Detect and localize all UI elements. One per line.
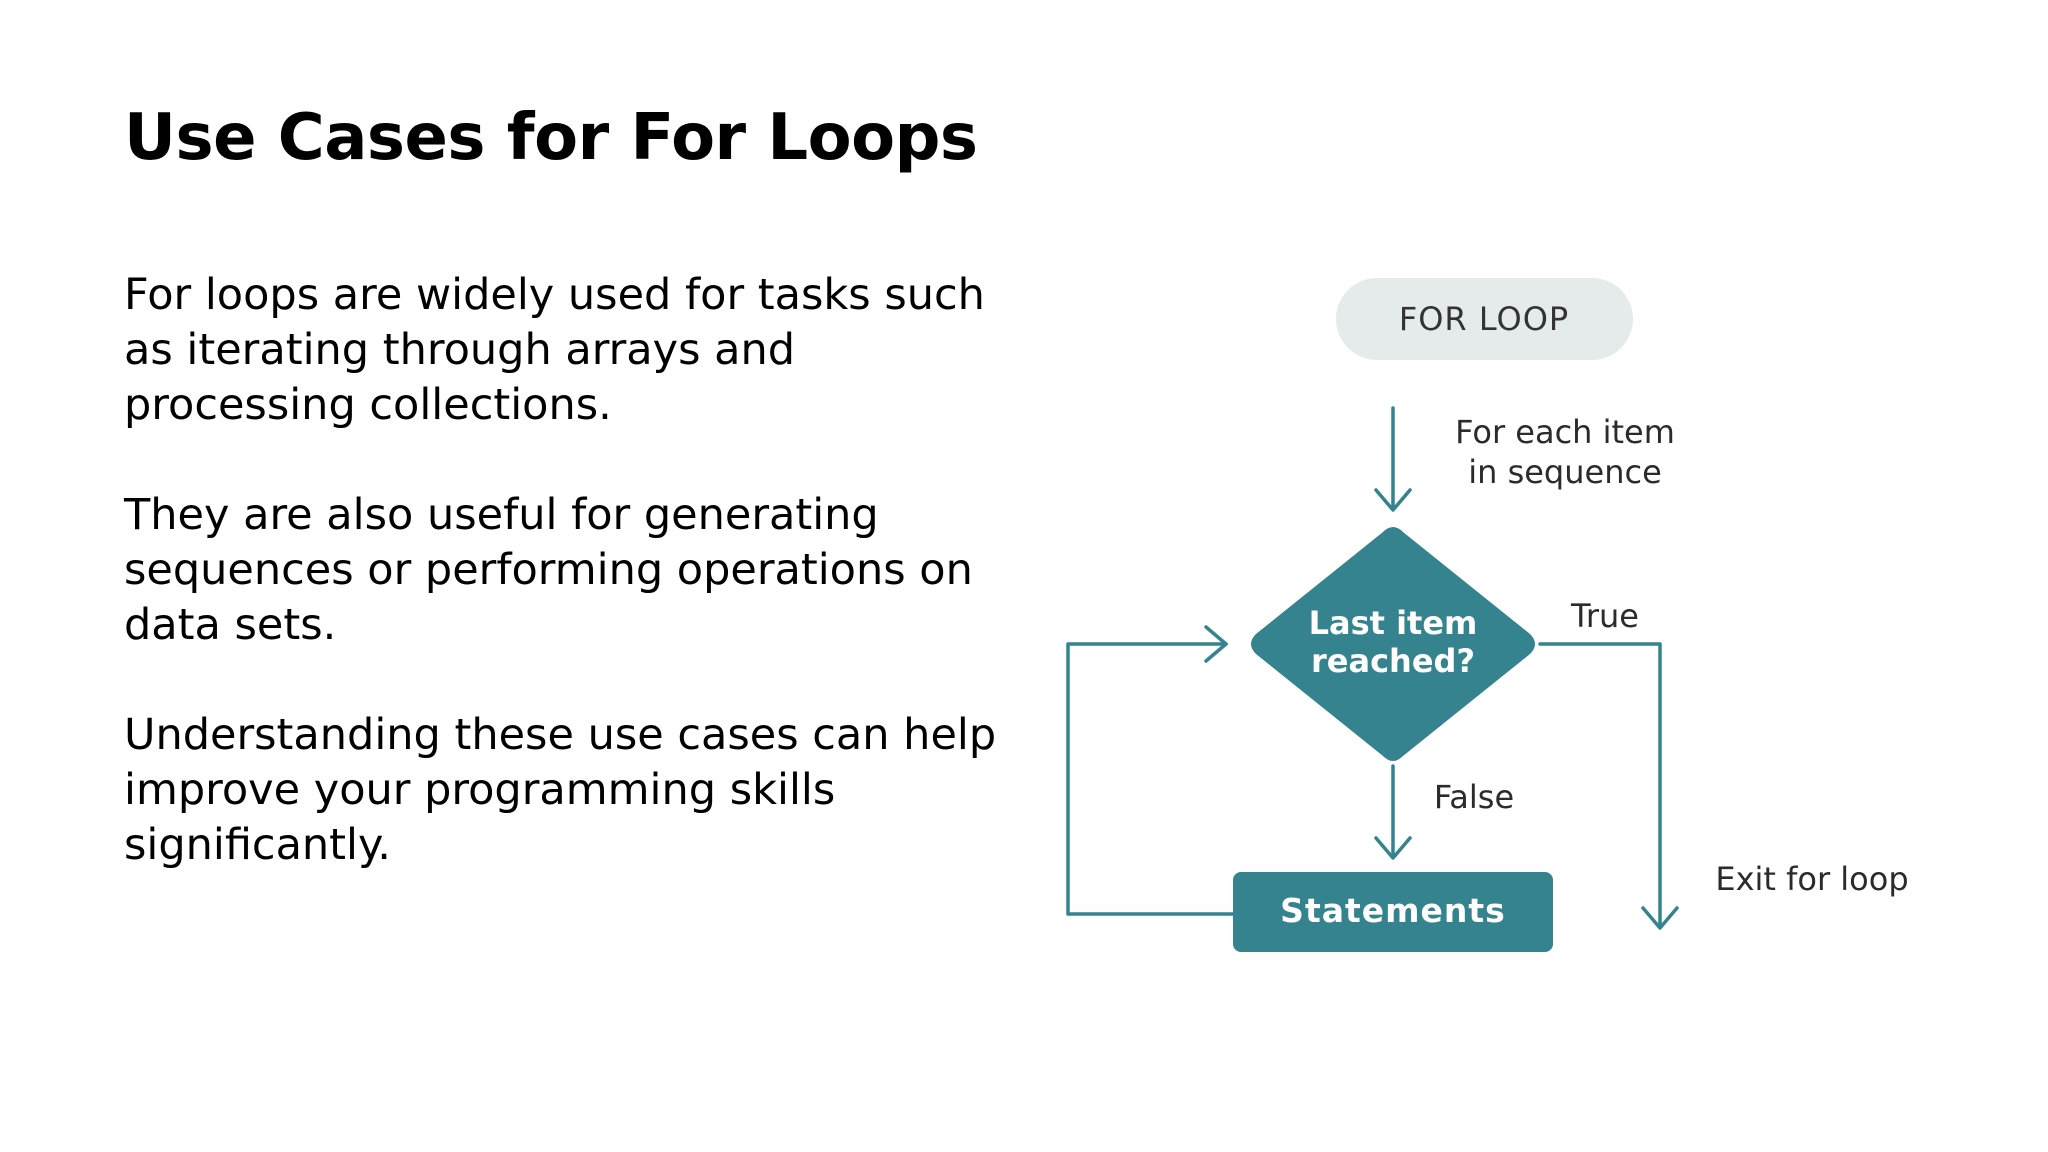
start-label: FOR LOOP [1399, 300, 1569, 338]
decision-label-line1: Last item [1309, 604, 1478, 642]
false-label: False [1434, 778, 1514, 816]
decision-diamond [1251, 527, 1535, 761]
false-branch-arrow [1374, 764, 1412, 860]
paragraph-skills: Understanding these use cases can help i… [124, 710, 997, 870]
paragraph-use-cases: For loops are widely used for tasks such… [124, 270, 985, 430]
true-label: True [1570, 597, 1639, 635]
entry-arrow [1374, 406, 1412, 512]
start-pill [1336, 278, 1633, 360]
loop-back-arrow [1066, 625, 1235, 916]
slide-title: Use Cases for For Loops [124, 101, 978, 175]
exit-label: Exit for loop [1715, 860, 1908, 898]
entry-label-line1: For each item [1455, 413, 1675, 451]
statements-label: Statements [1280, 891, 1506, 930]
paragraph-sequences: They are also useful for generating sequ… [124, 490, 973, 650]
entry-label-line2: in sequence [1468, 453, 1662, 491]
decision-label-line2: reached? [1311, 642, 1475, 680]
body-text: For loops are widely used for tasks such… [124, 268, 1004, 928]
true-branch-arrow [1538, 642, 1679, 930]
for-loop-flowchart: FOR LOOP For each item in sequence Last … [1066, 278, 1909, 952]
statements-box [1233, 872, 1553, 952]
